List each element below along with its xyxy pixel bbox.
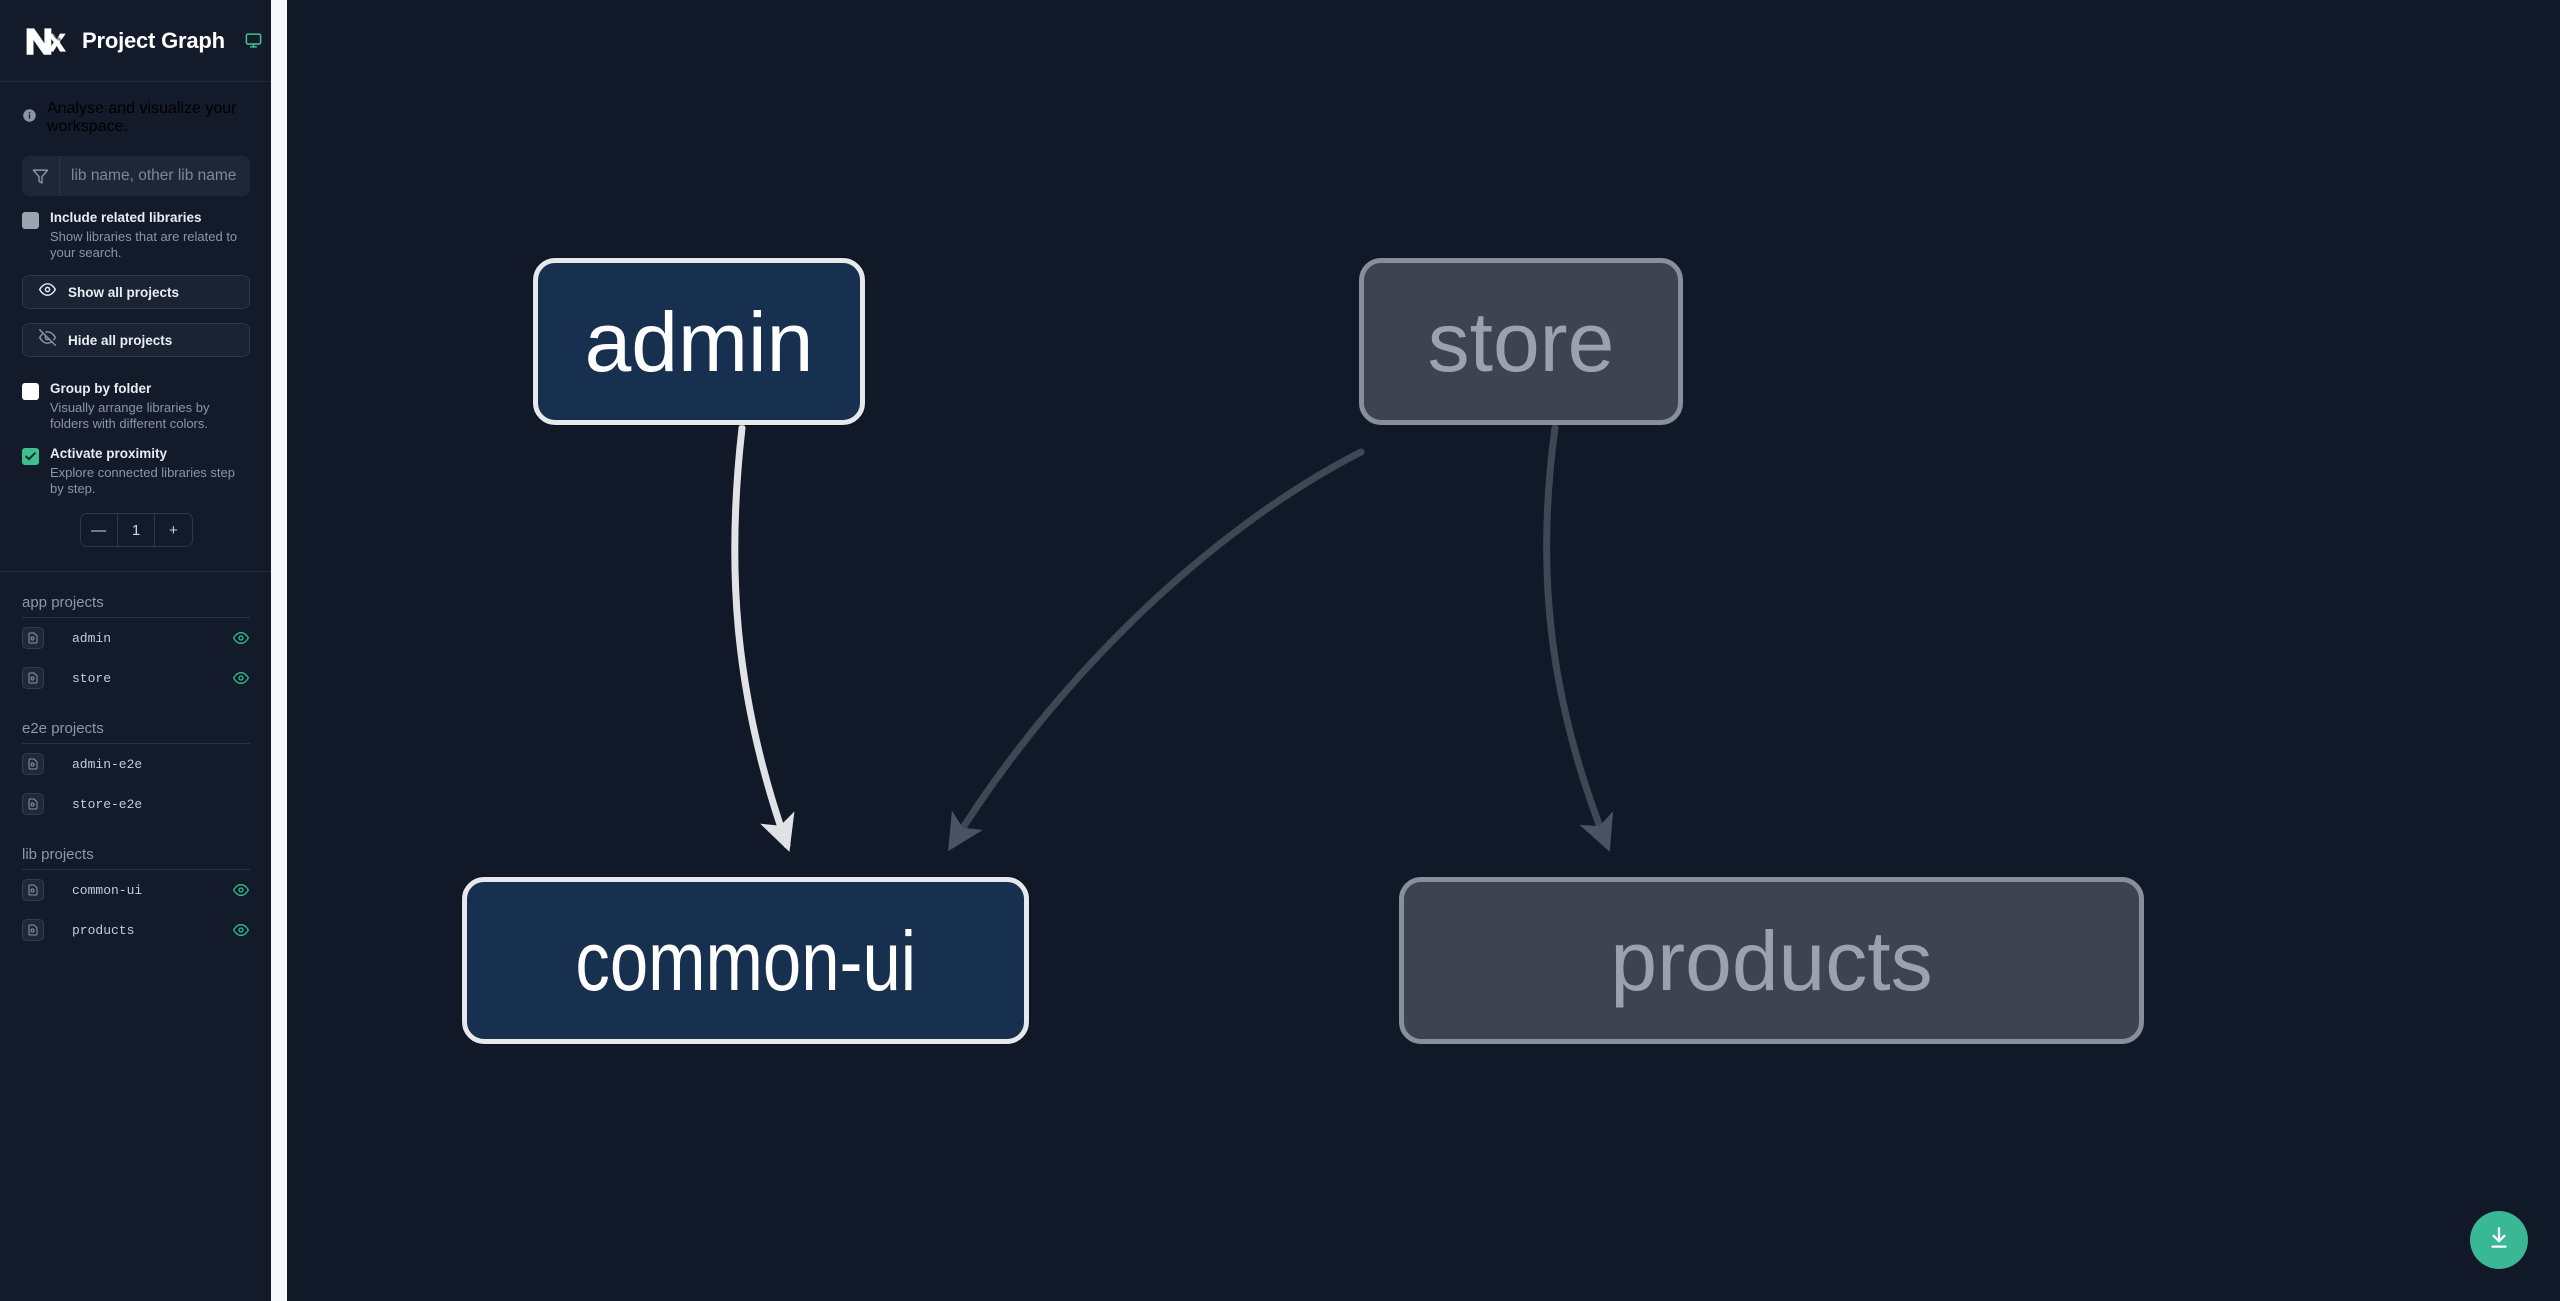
graph-node-store[interactable]: store bbox=[1359, 258, 1683, 425]
edge-store-to-common-ui[interactable] bbox=[948, 448, 1365, 852]
proximity-stepper: — 1 + bbox=[79, 513, 193, 547]
project-icon bbox=[22, 919, 44, 941]
group-title-app-projects: app projects bbox=[22, 594, 104, 611]
include-related-libraries-checkbox[interactable] bbox=[22, 212, 39, 229]
project-icon bbox=[22, 793, 44, 815]
project-name: store bbox=[72, 670, 112, 686]
option-activate-proximity[interactable]: Activate proximity Explore connected lib… bbox=[0, 432, 272, 497]
sidebar-header: Project Graph bbox=[0, 0, 272, 82]
graph-node-common-ui[interactable]: common-ui bbox=[462, 877, 1029, 1044]
hide-all-projects-button[interactable]: Hide all projects bbox=[22, 323, 250, 357]
eye-placeholder bbox=[232, 795, 250, 813]
sidebar-divider bbox=[0, 571, 272, 572]
sidebar-resize-handle[interactable] bbox=[271, 0, 287, 1301]
nx-logo-icon bbox=[22, 18, 68, 64]
search-input[interactable] bbox=[60, 156, 250, 196]
download-icon bbox=[2486, 1225, 2512, 1256]
page-title: Project Graph bbox=[82, 27, 225, 53]
eye-icon bbox=[39, 281, 57, 303]
proximity-increment-button[interactable]: + bbox=[154, 514, 192, 546]
button-label: Show all projects bbox=[68, 284, 180, 300]
option-group-by-folder[interactable]: Group by folder Visually arrange librari… bbox=[0, 357, 272, 432]
option-description: Visually arrange libraries by folders wi… bbox=[50, 400, 210, 431]
button-label: Hide all projects bbox=[68, 332, 173, 348]
tagline-row: Analyse and visualize your workspace. bbox=[0, 82, 272, 152]
node-label: admin bbox=[584, 294, 814, 389]
node-label: products bbox=[1610, 913, 1933, 1008]
group-title-lib-projects: lib projects bbox=[22, 846, 94, 863]
group-by-folder-checkbox[interactable] bbox=[22, 383, 39, 400]
edge-store-to-products[interactable] bbox=[1543, 424, 1614, 852]
group-rule bbox=[22, 743, 250, 744]
eye-icon[interactable] bbox=[232, 881, 250, 899]
project-name: admin-e2e bbox=[72, 756, 143, 772]
tagline-text: Analyse and visualize your workspace. bbox=[47, 100, 237, 135]
project-row-products[interactable]: products bbox=[22, 910, 250, 950]
eye-icon[interactable] bbox=[232, 921, 250, 939]
option-title: Group by folder bbox=[50, 381, 152, 396]
monitor-icon[interactable] bbox=[245, 32, 262, 49]
project-icon bbox=[22, 667, 44, 689]
group-rule bbox=[22, 617, 250, 618]
proximity-decrement-button[interactable]: — bbox=[80, 514, 117, 546]
project-row-common-ui[interactable]: common-ui bbox=[22, 870, 250, 910]
eye-icon[interactable] bbox=[232, 629, 250, 647]
option-title: Include related libraries bbox=[50, 210, 202, 225]
project-name: common-ui bbox=[72, 882, 143, 898]
project-lists: app projects admin bbox=[0, 572, 272, 950]
edge-admin-to-common-ui[interactable] bbox=[731, 424, 795, 852]
project-name: products bbox=[72, 922, 135, 938]
project-icon bbox=[22, 753, 44, 775]
info-icon bbox=[22, 108, 37, 128]
graph-node-admin[interactable]: admin bbox=[533, 258, 865, 425]
project-icon bbox=[22, 627, 44, 649]
activate-proximity-checkbox[interactable] bbox=[22, 448, 39, 465]
node-label: store bbox=[1427, 294, 1615, 389]
project-row-store-e2e[interactable]: store-e2e bbox=[22, 784, 250, 824]
project-name: admin bbox=[72, 630, 112, 646]
group-title-e2e-projects: e2e projects bbox=[22, 720, 104, 737]
sidebar: Project Graph Analyse and visualize your… bbox=[0, 0, 272, 1301]
option-description: Show libraries that are related to your … bbox=[50, 229, 238, 260]
group-rule bbox=[22, 869, 250, 870]
graph-edges bbox=[731, 424, 1614, 852]
proximity-value: 1 bbox=[116, 514, 155, 546]
option-include-related-libraries[interactable]: Include related libraries Show libraries… bbox=[0, 196, 272, 261]
node-label: common-ui bbox=[575, 913, 916, 1008]
show-all-projects-button[interactable]: Show all projects bbox=[22, 275, 250, 309]
project-icon bbox=[22, 879, 44, 901]
graph-canvas[interactable]: admin store common-ui products bbox=[287, 0, 2560, 1301]
eye-icon[interactable] bbox=[232, 669, 250, 687]
project-row-admin[interactable]: admin bbox=[22, 618, 250, 658]
project-row-store[interactable]: store bbox=[22, 658, 250, 698]
search-bar bbox=[22, 156, 250, 196]
project-row-admin-e2e[interactable]: admin-e2e bbox=[22, 744, 250, 784]
eye-placeholder bbox=[232, 755, 250, 773]
download-image-button[interactable] bbox=[2470, 1211, 2528, 1269]
eye-off-icon bbox=[39, 329, 57, 351]
project-name: store-e2e bbox=[72, 796, 143, 812]
filter-icon[interactable] bbox=[22, 156, 60, 196]
graph-node-products[interactable]: products bbox=[1399, 877, 2144, 1044]
option-title: Activate proximity bbox=[50, 446, 168, 461]
option-description: Explore connected libraries step by step… bbox=[50, 465, 235, 496]
